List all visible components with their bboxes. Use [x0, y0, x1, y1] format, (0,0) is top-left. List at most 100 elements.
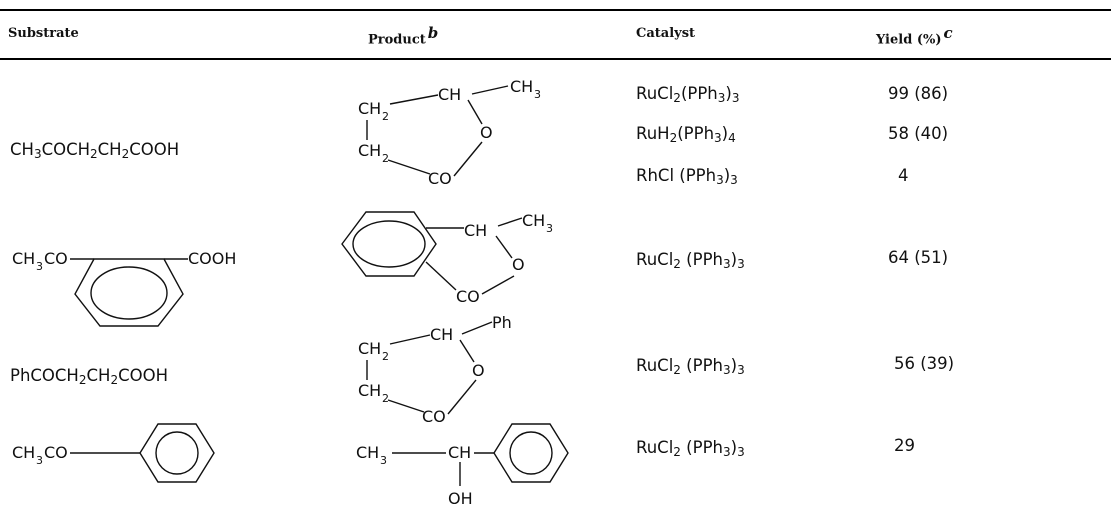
catalyst-ruc12-pph3-3-row2: RuCl2 (PPh3)3: [636, 250, 745, 271]
catalyst-ruc12-pph3-3-row1: RuCl2(PPh3)3: [636, 84, 739, 105]
formula-subscript: 3: [33, 147, 42, 161]
header-catalyst: Catalyst: [636, 26, 696, 41]
formula-text: ): [730, 438, 738, 457]
formula-text: ): [725, 84, 732, 103]
p1-methyl: CH: [510, 77, 533, 96]
formula-subscript: 2: [121, 147, 130, 161]
p1-ch2-bot-sub: 2: [382, 152, 389, 165]
s2-co: CO: [44, 249, 68, 268]
p1-methyl-sub: 3: [534, 88, 541, 101]
p2-co: CO: [456, 287, 480, 306]
p3-ch: CH: [430, 325, 453, 344]
formula-text: CH: [86, 366, 111, 385]
formula-subscript: 2: [110, 373, 119, 387]
product-gamma-phenyl-butyrolactone: CH 2 CH 2 CH Ph O CO: [358, 313, 512, 426]
footnote-c: c: [943, 24, 953, 42]
footnote-b: b: [427, 24, 439, 42]
p1-ch2-top: CH: [358, 99, 381, 118]
formula-subscript: 3: [722, 445, 731, 459]
header-yield-label: Yield (%): [876, 32, 942, 48]
p4-oh: OH: [448, 489, 473, 508]
formula-subscript: 3: [731, 91, 740, 105]
yield-row4: 29: [894, 436, 915, 455]
formula-text: RuCl: [636, 356, 674, 375]
p1-ch2-top-sub: 2: [382, 110, 389, 123]
top-rule: [0, 9, 1111, 11]
s2-ch3: CH: [12, 249, 35, 268]
p1-ch2-bot: CH: [358, 141, 381, 160]
formula-text: (PPh: [680, 438, 723, 457]
product-3-methylphthalide: CH CH 3 O CO: [341, 211, 553, 306]
p3-ch2-bot: CH: [358, 381, 381, 400]
formula-subscript: 2: [673, 91, 681, 105]
substrate-4-oxo-4-phenylbutanoic-acid: PhCOCH2CH2COOH: [10, 366, 168, 387]
formula-subscript: 2: [669, 131, 678, 145]
p3-o: O: [472, 361, 485, 380]
p2-methyl: CH: [522, 211, 545, 230]
p3-co: CO: [422, 407, 446, 426]
p3-ph: Ph: [492, 313, 512, 332]
formula-subscript: 3: [716, 173, 724, 187]
p2-ch: CH: [464, 221, 487, 240]
catalyst-ruc12-pph3-3-row4: RuCl2 (PPh3)3: [636, 438, 745, 459]
yield-row1-a: 99 (86): [888, 84, 949, 103]
formula-subscript: 3: [730, 173, 738, 187]
formula-text: ): [730, 356, 738, 375]
header-substrate: Substrate: [8, 26, 79, 41]
p1-co: CO: [428, 169, 452, 188]
formula-text: RuH: [636, 124, 670, 143]
formula-subscript: 2: [90, 147, 98, 161]
formula-text: COCH: [41, 140, 91, 159]
p4-ch3: CH: [356, 443, 379, 462]
p2-o: O: [512, 255, 525, 274]
p4-ch: CH: [448, 443, 471, 462]
formula-text: ): [721, 124, 729, 143]
header-rule: [0, 58, 1111, 60]
formula-subscript: 3: [737, 445, 745, 459]
s4-co: CO: [44, 443, 68, 462]
substrate-acetophenone: CH 3 CO: [12, 423, 215, 483]
yield-row2: 64 (51): [888, 248, 949, 267]
product-1-phenylethanol: CH 3 CH OH: [356, 423, 569, 508]
yield-row3: 56 (39): [894, 354, 955, 373]
yield-row1-b: 58 (40): [888, 124, 949, 143]
formula-subscript: 3: [737, 257, 745, 271]
formula-subscript: 3: [717, 91, 726, 105]
yield-row1-c: 4: [898, 166, 909, 185]
formula-subscript: 3: [737, 363, 745, 377]
formula-text: RhCl (PPh: [636, 166, 717, 185]
formula-text: (PPh: [680, 84, 718, 103]
formula-subscript: 3: [722, 363, 731, 377]
formula-subscript: 2: [673, 363, 681, 377]
p3-ch2-top-sub: 2: [382, 350, 389, 363]
formula-subscript: 4: [728, 131, 736, 145]
formula-subscript: 2: [673, 257, 681, 271]
formula-text: PhCOCH: [10, 366, 79, 385]
formula-text: CH: [97, 140, 122, 159]
formula-text: RuCl: [636, 250, 674, 269]
formula-text: COOH: [118, 366, 168, 385]
header-yield: Yield (%)c: [876, 24, 953, 47]
p1-ch: CH: [438, 85, 461, 104]
substrate-2-acetylbenzoic-acid: CH 3 CO COOH: [12, 249, 236, 327]
formula-text: (PPh: [680, 250, 723, 269]
p2-methyl-sub: 3: [546, 222, 553, 235]
product-gamma-valerolactone: CH 2 CH 2 CH CH 3 O CO: [358, 77, 541, 188]
p4-ch3-sub: 3: [380, 454, 387, 467]
catalyst-rhcl-pph3-3: RhCl (PPh3)3: [636, 166, 738, 187]
formula-text: (PPh: [677, 124, 715, 143]
formula-text: ): [730, 250, 738, 269]
p3-ch2-bot-sub: 2: [382, 392, 389, 405]
p3-ch2-top: CH: [358, 339, 381, 358]
s2-ch3-sub: 3: [36, 260, 43, 273]
formula-text: CH: [10, 140, 34, 159]
s4-ch3-sub: 3: [36, 454, 43, 467]
formula-text: (PPh: [680, 356, 723, 375]
formula-text: RuCl: [636, 438, 674, 457]
formula-text: COOH: [129, 140, 180, 159]
s2-cooh: COOH: [188, 249, 236, 268]
catalyst-ruc12-pph3-3-row3: RuCl2 (PPh3)3: [636, 356, 745, 377]
substrate-levulinic-acid: CH3COCH2CH2COOH: [10, 140, 179, 161]
s4-ch3: CH: [12, 443, 35, 462]
